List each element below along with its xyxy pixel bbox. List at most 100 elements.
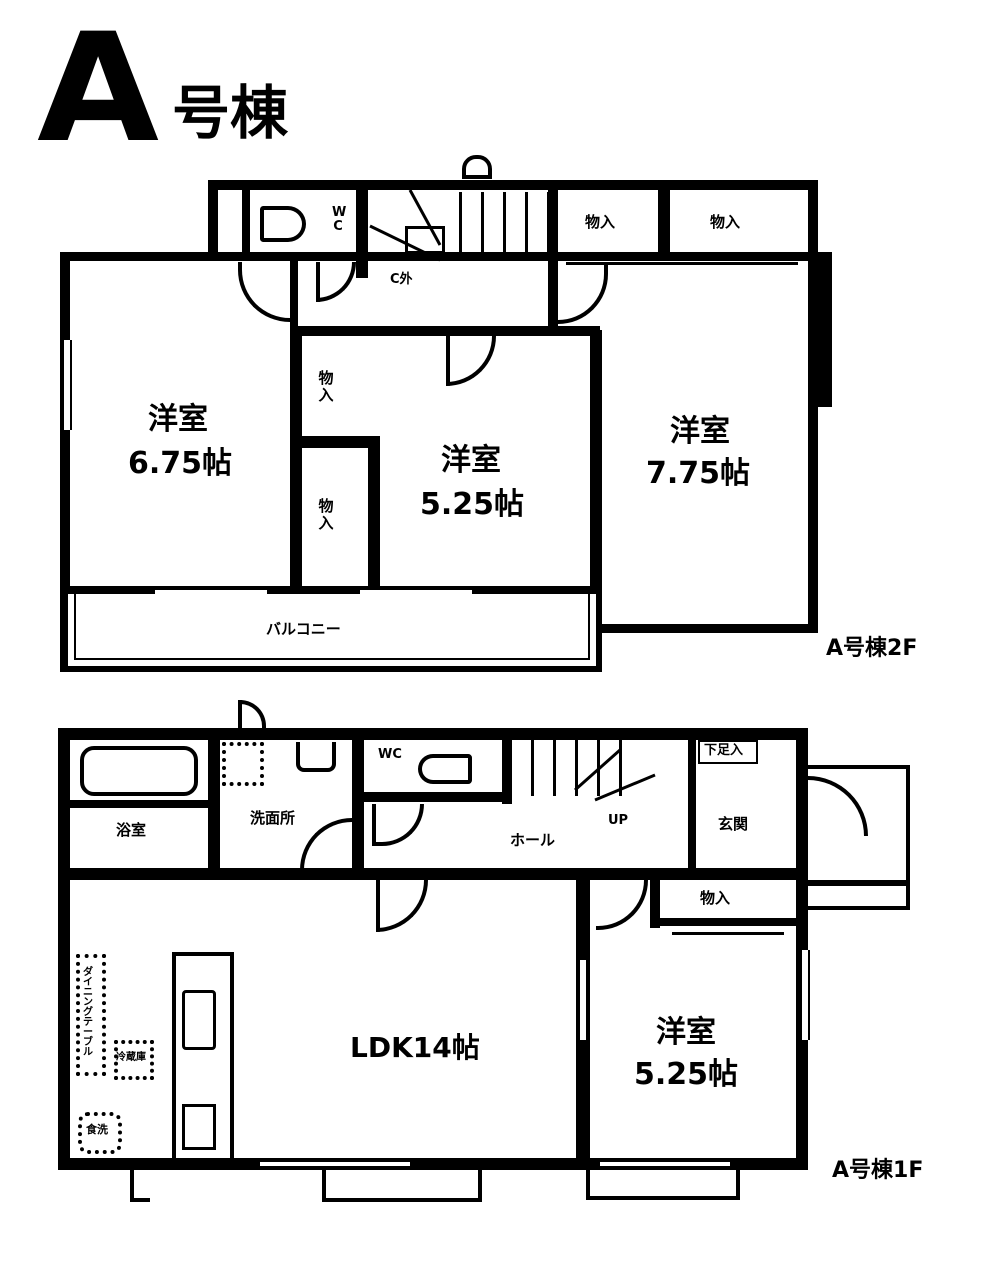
dishwasher-label: 食洗 (86, 1123, 108, 1136)
washroom-label: 洗面所 (250, 809, 296, 827)
entrance-label: 玄関 (718, 815, 749, 833)
door-swing (238, 262, 290, 322)
door-swing (558, 262, 608, 324)
wall (290, 436, 380, 448)
dining-counter (76, 954, 106, 1076)
stair-arrow (574, 748, 656, 802)
wall (658, 188, 670, 254)
wall (60, 252, 830, 261)
fridge (114, 1040, 154, 1080)
room-size: 6.75帖 (128, 446, 233, 481)
wall (650, 918, 796, 926)
wall (368, 440, 380, 588)
window (62, 340, 72, 430)
wall (70, 800, 210, 808)
wall (548, 188, 558, 328)
wc-label-1f: WC (378, 747, 402, 762)
door-swing (446, 336, 496, 386)
stove-icon (182, 1104, 216, 1150)
window (800, 950, 810, 1040)
wall (808, 180, 818, 260)
wall (58, 728, 70, 1168)
door-swing (300, 818, 352, 870)
wall (590, 330, 602, 630)
storage-label: 物入 (318, 497, 334, 533)
back-door (238, 700, 266, 728)
porch (806, 765, 910, 910)
wall (60, 586, 600, 596)
wall (208, 738, 220, 878)
room-name-size: LDK14帖 (350, 1031, 480, 1064)
room-size: 5.25帖 (634, 1057, 739, 1092)
door-swing (376, 880, 428, 932)
balcony (62, 594, 602, 672)
storage-label: 物入 (585, 213, 616, 231)
wall (356, 188, 368, 278)
storage-label: 物入 (318, 369, 334, 405)
wall (360, 792, 510, 802)
bay-window (586, 1170, 740, 1200)
stair-arrow (369, 189, 442, 262)
room-name: 洋室 (656, 1015, 716, 1050)
door-swing (596, 880, 648, 930)
window (578, 960, 588, 1040)
floor-caption-2f: A号棟2F (826, 636, 918, 661)
up-label: UP (608, 813, 629, 828)
wall (600, 624, 818, 633)
room-size: 5.25帖 (420, 487, 525, 522)
washing-machine (222, 742, 264, 786)
shoe-box-label: 下足入 (704, 743, 744, 758)
wall (806, 880, 910, 886)
wall (58, 728, 806, 740)
wall (208, 180, 218, 260)
bay-window (322, 1170, 482, 1202)
wall (352, 738, 364, 878)
room-size: 14帖 (412, 1031, 480, 1064)
storage-label: 物入 (710, 213, 741, 231)
room-name: 洋室 (670, 414, 730, 449)
toilet-icon (418, 754, 472, 784)
wall (808, 252, 818, 632)
sink-icon (182, 990, 216, 1050)
closet-hall-label: C外 (390, 272, 413, 287)
hall-label: ホール (510, 831, 556, 849)
window (600, 1160, 730, 1168)
wall (208, 180, 818, 190)
kitchen-counter (172, 952, 234, 1162)
window (260, 1160, 410, 1168)
toilet-icon (260, 206, 306, 242)
bathtub (80, 746, 198, 796)
building-title-suffix: 号棟 (172, 79, 289, 147)
wall (290, 326, 600, 336)
shoe-box (698, 740, 758, 764)
room-name: 洋室 (148, 402, 208, 437)
wc-label-2f: WC (332, 205, 347, 234)
room-size: 7.75帖 (646, 456, 751, 491)
room-name: 洋室 (441, 443, 501, 478)
hanger-rod (672, 932, 784, 939)
room-name: LDK (350, 1031, 413, 1064)
wall (60, 252, 70, 672)
bathroom-label: 浴室 (116, 821, 147, 839)
floor-caption-1f: A号棟1F (832, 1158, 924, 1183)
building-title-letter: A (37, 2, 159, 176)
wall (58, 868, 808, 880)
fridge-label: 冷蔵庫 (116, 1052, 146, 1063)
door-swing (372, 804, 424, 846)
stair-top-marker (462, 155, 492, 179)
wall (796, 728, 808, 1168)
back-door (130, 1170, 150, 1202)
wall (650, 880, 660, 928)
wall (818, 252, 832, 407)
door-swing (316, 262, 356, 302)
wall (242, 188, 250, 254)
sink-icon (296, 742, 336, 772)
dishwasher (78, 1112, 122, 1154)
balcony-label: バルコニー (266, 620, 341, 638)
dining-counter-label: ダイニングテーブル (83, 967, 93, 1058)
wall (688, 740, 696, 880)
storage-label: 物入 (700, 889, 731, 907)
wall (290, 330, 302, 588)
hanger-rod (566, 262, 798, 269)
wall (290, 255, 298, 335)
